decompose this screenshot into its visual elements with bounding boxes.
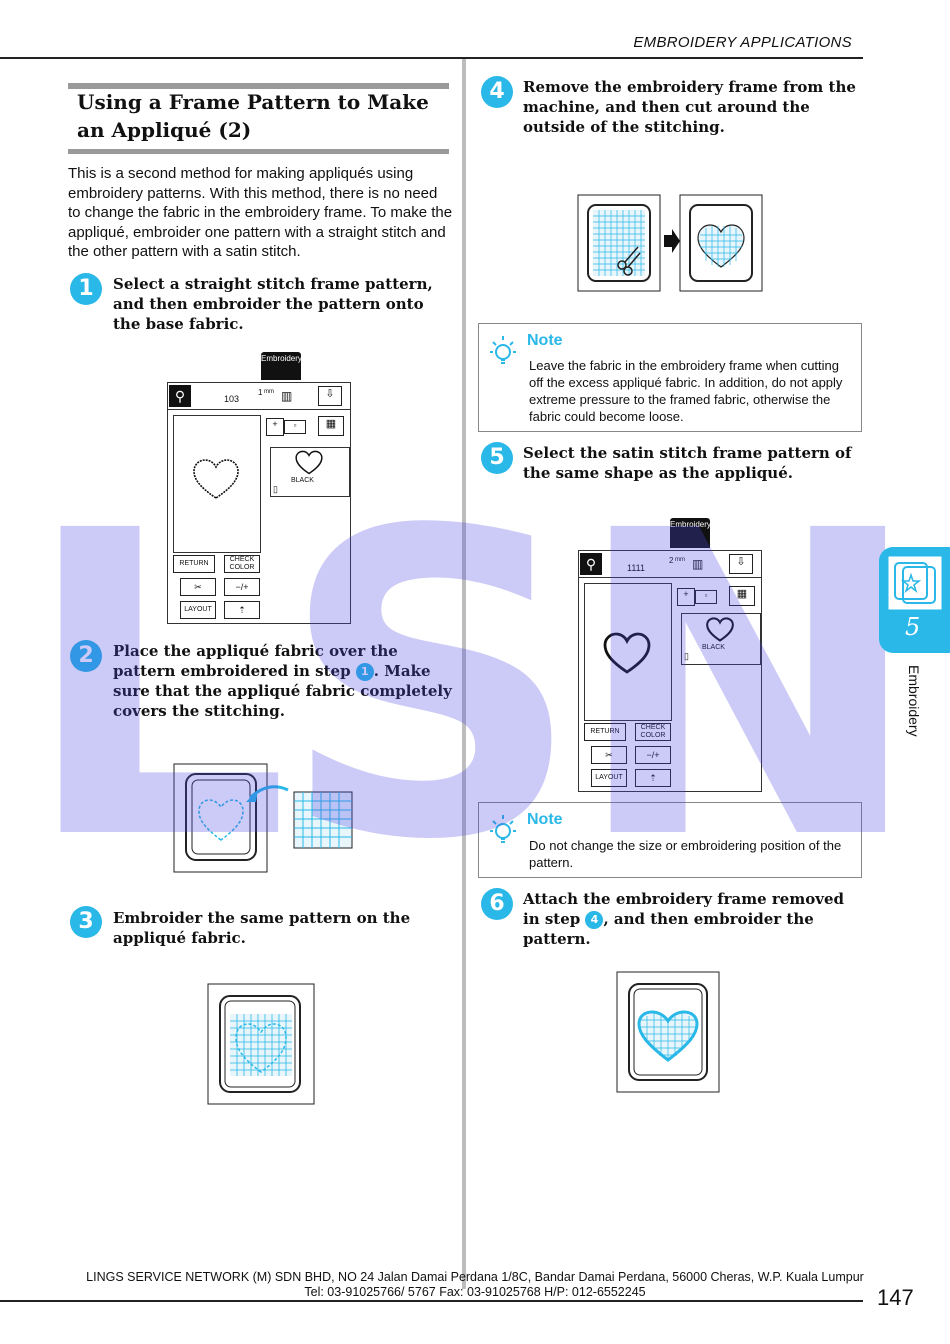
- finished-applique-illustration: [616, 971, 720, 1093]
- step-6-text: Attach the embroidery frame removed in s…: [523, 889, 863, 949]
- note-title: Note: [527, 332, 563, 349]
- move-icon[interactable]: +: [266, 418, 284, 436]
- running-header: EMBROIDERY APPLICATIONS: [633, 34, 852, 51]
- cut-applique-illustration: [577, 194, 763, 292]
- move-icon[interactable]: +: [677, 588, 695, 606]
- embroidery-chapter-icon: [888, 556, 942, 610]
- column-divider: [462, 59, 466, 1289]
- presser-foot-icon[interactable]: ⚲: [580, 553, 602, 575]
- chapter-label: Embroidery: [906, 665, 922, 737]
- step-number: 1: [70, 273, 102, 305]
- embroidery-tab[interactable]: Embroidery: [261, 352, 302, 380]
- embroidery-tab[interactable]: Embroidery: [670, 518, 711, 548]
- title-bar-bottom: [68, 149, 449, 154]
- frame-with-fabric-illustration: [173, 763, 353, 873]
- size-value: 1: [258, 388, 263, 397]
- heart-outline-icon: [193, 459, 239, 499]
- watermark-text: LSN: [22, 443, 924, 932]
- stitch-count: 103: [224, 394, 240, 404]
- thread-icon: ▥: [692, 557, 704, 571]
- step-2-text-a: Place the appliqué fabric over the patte…: [113, 642, 398, 680]
- chapter-label-wrap: Embroidery: [904, 665, 924, 755]
- header-rule: [0, 57, 863, 59]
- chapter-number: 5: [905, 613, 921, 641]
- spool-icon: ▯: [273, 484, 278, 494]
- step-number: 6: [481, 888, 513, 920]
- step-2-text-b: . Make sure that the appliqué fabric com…: [113, 662, 452, 720]
- layout-button[interactable]: LAYOUT: [180, 601, 216, 619]
- step-number: 3: [70, 906, 102, 938]
- chapter-tab[interactable]: 5: [879, 547, 950, 653]
- size-unit: mm: [675, 557, 685, 563]
- presser-foot-icon[interactable]: ⚲: [169, 385, 191, 407]
- title-bar-top: [68, 83, 449, 89]
- step-5-text: Select the satin stitch frame pattern of…: [523, 444, 852, 482]
- frame-embroidered-fabric-illustration: [207, 983, 315, 1105]
- footer: LINGS SERVICE NETWORK (M) SDN BHD, NO 24…: [60, 1270, 890, 1300]
- color-panel: BLACK ▯: [270, 447, 350, 497]
- pattern-preview: [173, 415, 261, 553]
- color-panel: BLACK ▯: [681, 613, 761, 665]
- needle-position-icon[interactable]: ⇩: [729, 554, 753, 574]
- step-ref-badge: 1: [355, 663, 374, 681]
- applique-fabric: [293, 791, 353, 849]
- lcd-screen-1: Embroidery ⚲ 103 1 mm ▥ ⇩ + ▫ ▦ BLACK ▯ …: [167, 352, 352, 624]
- note-text: Leave the fabric in the embroidery frame…: [529, 358, 843, 424]
- step-4-text: Remove the embroidery frame from the mac…: [523, 78, 856, 136]
- frame-icon[interactable]: ▦: [318, 416, 344, 436]
- tension-button[interactable]: −/+: [635, 746, 671, 764]
- footer-contact: Tel: 03-91025766/ 5767 Fax: 03-91025768 …: [304, 1285, 646, 1299]
- trial-button[interactable]: ⇡: [635, 769, 671, 787]
- size-unit: mm: [264, 389, 274, 395]
- spool-icon: ▯: [684, 651, 689, 661]
- step-ref-badge: 4: [585, 911, 604, 929]
- note-box-2: Note Do not change the size or embroider…: [478, 802, 862, 878]
- thread-icon: ▥: [281, 389, 293, 403]
- page-number: 147: [877, 1285, 914, 1310]
- section-title: Using a Frame Pattern to Make an Appliqu…: [77, 90, 429, 142]
- thread-color-name: BLACK: [702, 644, 725, 651]
- step-2-text: Place the appliqué fabric over the patte…: [113, 641, 453, 721]
- step-3-text: Embroider the same pattern on the appliq…: [113, 909, 411, 947]
- thread-color-name: BLACK: [291, 477, 314, 484]
- size-value: 2: [669, 556, 674, 565]
- step-6-text-a: Attach the embroidery frame removed in s…: [523, 890, 844, 928]
- return-button[interactable]: RETURN: [584, 723, 626, 741]
- layout-icon[interactable]: ▫: [284, 420, 306, 434]
- layout-icon[interactable]: ▫: [695, 590, 717, 604]
- intro-paragraph: This is a second method for making appli…: [68, 165, 453, 260]
- frame-icon[interactable]: ▦: [729, 586, 755, 606]
- step-number: 2: [70, 640, 102, 672]
- heart-satin-icon: [603, 632, 651, 674]
- scissors-icon: [617, 246, 641, 276]
- cut-thread-button[interactable]: ✂: [180, 578, 216, 596]
- pattern-preview: [584, 583, 672, 721]
- footer-address: LINGS SERVICE NETWORK (M) SDN BHD, NO 24…: [86, 1270, 864, 1284]
- heart-thumbnail-icon: [295, 450, 323, 475]
- note-box-1: Note Leave the fabric in the embroidery …: [478, 323, 862, 432]
- trial-button[interactable]: ⇡: [224, 601, 260, 619]
- step-number: 4: [481, 76, 513, 108]
- step-6-text-b: , and then embroider the pattern.: [523, 910, 814, 948]
- tension-button[interactable]: −/+: [224, 578, 260, 596]
- step-number: 5: [481, 442, 513, 474]
- heart-thumbnail-icon: [706, 617, 734, 642]
- note-title: Note: [527, 811, 563, 828]
- lightbulb-icon: [490, 815, 516, 843]
- lcd-screen-2: Embroidery ⚲ 1111 2 mm ▥ ⇩ + ▫ ▦ BLACK ▯…: [578, 518, 763, 792]
- check-color-button[interactable]: CHECK COLOR: [224, 555, 260, 573]
- layout-button[interactable]: LAYOUT: [591, 769, 627, 787]
- needle-position-icon[interactable]: ⇩: [318, 386, 342, 406]
- return-button[interactable]: RETURN: [173, 555, 215, 573]
- footer-rule: [0, 1300, 863, 1302]
- cut-thread-button[interactable]: ✂: [591, 746, 627, 764]
- step-1-text: Select a straight stitch frame pattern, …: [113, 275, 433, 333]
- check-color-button[interactable]: CHECK COLOR: [635, 723, 671, 741]
- note-text: Do not change the size or embroidering p…: [529, 838, 842, 870]
- stitch-count: 1111: [627, 563, 646, 573]
- lightbulb-icon: [490, 336, 516, 364]
